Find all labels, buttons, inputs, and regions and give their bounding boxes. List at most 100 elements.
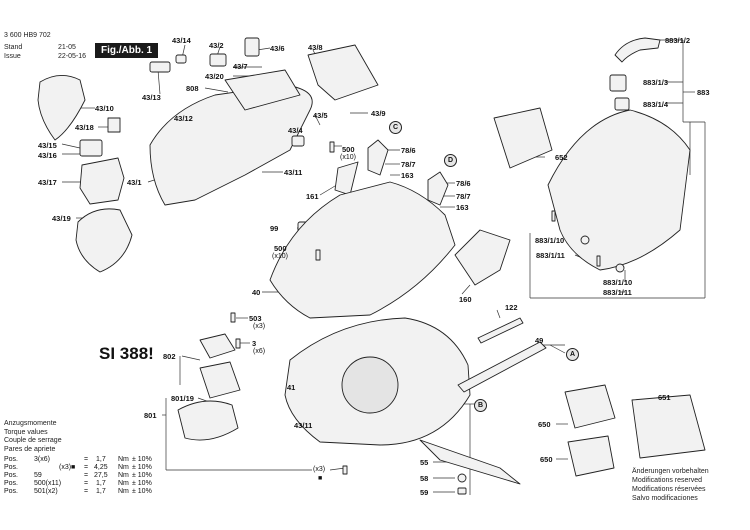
callout-d: D bbox=[444, 154, 457, 167]
part-label: 43/12 bbox=[174, 114, 193, 123]
part-label: 883 bbox=[697, 88, 710, 97]
part-label: 43/5 bbox=[313, 111, 328, 120]
torque-tolerance: ± 10% bbox=[132, 472, 152, 479]
torque-pos: Pos. bbox=[4, 472, 19, 479]
part-label: 78/7 bbox=[401, 160, 416, 169]
part-label: 122 bbox=[505, 303, 518, 312]
torque-item: 59 bbox=[34, 472, 42, 479]
part-label: 43/18 bbox=[75, 123, 94, 132]
part-label: 43/20 bbox=[205, 72, 224, 81]
torque-unit: Nm bbox=[118, 464, 129, 471]
part-label: 883/1/11 bbox=[536, 251, 565, 260]
part-label: 59 bbox=[420, 488, 429, 497]
part-label: 160 bbox=[459, 295, 472, 304]
torque-title-es: Pares de apriete bbox=[4, 445, 56, 453]
torque-item: (x3)■ bbox=[59, 464, 76, 471]
modification-notes: Änderungen vorbehalten Modifications res… bbox=[632, 467, 709, 503]
part-label: 43/7 bbox=[233, 62, 248, 71]
service-info-marker: SI 388! bbox=[99, 344, 154, 363]
part-label: 883/1/11 bbox=[603, 288, 632, 297]
torque-tolerance: ± 10% bbox=[132, 480, 152, 487]
torque-pos: Pos. bbox=[4, 464, 19, 471]
issue-value: 22-05-16 bbox=[58, 53, 87, 60]
torque-value: 27,5 bbox=[94, 472, 108, 479]
note-es: Salvo modificaciones bbox=[632, 495, 698, 502]
torque-tolerance: ± 10% bbox=[132, 488, 152, 495]
note-en: Modifications reserved bbox=[632, 477, 703, 484]
torque-value: 1,7 bbox=[96, 488, 106, 495]
callout-a: A bbox=[566, 348, 579, 361]
torque-pos: Pos. bbox=[4, 488, 19, 495]
part-label: 163 bbox=[401, 171, 414, 180]
part-label: 3 bbox=[252, 339, 257, 348]
part-label: 78/6 bbox=[456, 179, 471, 188]
torque-item: 3(x6) bbox=[34, 456, 50, 463]
part-label: 883/1/10 bbox=[535, 236, 565, 245]
torque-item: 501(x2) bbox=[34, 488, 58, 495]
part-label: 43/16 bbox=[38, 151, 57, 160]
callout-b: B bbox=[474, 399, 487, 412]
torque-eq: = bbox=[84, 480, 89, 487]
part-label: 40 bbox=[252, 288, 261, 297]
torque-eq: = bbox=[84, 456, 89, 463]
part-label: 883/1/3 bbox=[643, 78, 669, 87]
torque-unit: Nm bbox=[118, 472, 129, 479]
torque-eq: = bbox=[84, 488, 89, 495]
part-label: 78/6 bbox=[401, 146, 416, 155]
part-label: 651 bbox=[658, 393, 671, 402]
part-label: 43/9 bbox=[371, 109, 386, 118]
part-label: 500 bbox=[342, 145, 355, 154]
part-label: 652 bbox=[555, 153, 568, 162]
part-label: 43/8 bbox=[308, 43, 323, 52]
torque-title-block: Anzugsmomente Torque values Couple de se… bbox=[4, 420, 62, 454]
torque-eq: = bbox=[84, 472, 89, 479]
part-label: 808 bbox=[186, 84, 199, 93]
square-marker: ■ bbox=[318, 475, 323, 482]
part-label: 500 bbox=[274, 244, 287, 253]
part-label: 503 bbox=[249, 314, 262, 323]
issue-label: Issue bbox=[4, 53, 21, 60]
part-label: 55 bbox=[420, 458, 429, 467]
torque-title-en: Torque values bbox=[4, 428, 48, 436]
torque-tolerance: ± 10% bbox=[132, 456, 152, 463]
part-label: 43/1 bbox=[127, 178, 142, 187]
part-label: 801 bbox=[144, 411, 157, 420]
torque-pos: Pos. bbox=[4, 480, 19, 487]
part-label: 802 bbox=[163, 352, 176, 361]
part-label: 43/10 bbox=[95, 104, 114, 113]
note-fr: Modifications réservées bbox=[632, 486, 706, 493]
torque-value: 4,25 bbox=[94, 464, 108, 471]
quantity-note: (x10) bbox=[340, 154, 356, 161]
torque-tolerance: ± 10% bbox=[132, 464, 152, 471]
part-label: 43/11 bbox=[294, 421, 313, 430]
stand-label: Stand bbox=[4, 44, 23, 51]
torque-unit: Nm bbox=[118, 488, 129, 495]
part-label: 43/4 bbox=[288, 126, 303, 135]
part-label: 650 bbox=[540, 455, 553, 464]
torque-title-de: Anzugsmomente bbox=[4, 420, 57, 427]
part-label: 43/11 bbox=[284, 168, 303, 177]
part-label: 161 bbox=[306, 192, 319, 201]
callout-c: C bbox=[389, 121, 402, 134]
torque-pos: Pos. bbox=[4, 456, 19, 463]
quantity-note: (x3) bbox=[253, 323, 266, 330]
doc-number: 3 600 HB9 702 bbox=[4, 32, 51, 39]
torque-eq: = bbox=[84, 464, 89, 471]
part-label: 163 bbox=[456, 203, 469, 212]
figure-tag: Fig./Abb. 1 bbox=[95, 43, 159, 58]
torque-title-fr: Couple de serrage bbox=[4, 437, 62, 445]
part-label: 43/17 bbox=[38, 178, 57, 187]
part-label: 883/1/2 bbox=[665, 36, 691, 45]
part-label: 883/1/10 bbox=[603, 278, 633, 287]
note-de: Änderungen vorbehalten bbox=[632, 468, 709, 475]
torque-value: 1,7 bbox=[96, 456, 106, 463]
part-label: 883/1/4 bbox=[643, 100, 669, 109]
part-label: 99 bbox=[270, 224, 279, 233]
part-label: 43/2 bbox=[209, 41, 224, 50]
part-label: 78/7 bbox=[456, 192, 471, 201]
part-label: 801/19 bbox=[171, 394, 194, 403]
part-label: 49 bbox=[535, 336, 544, 345]
part-label: 43/15 bbox=[38, 141, 57, 150]
part-label: 43/6 bbox=[270, 44, 285, 53]
